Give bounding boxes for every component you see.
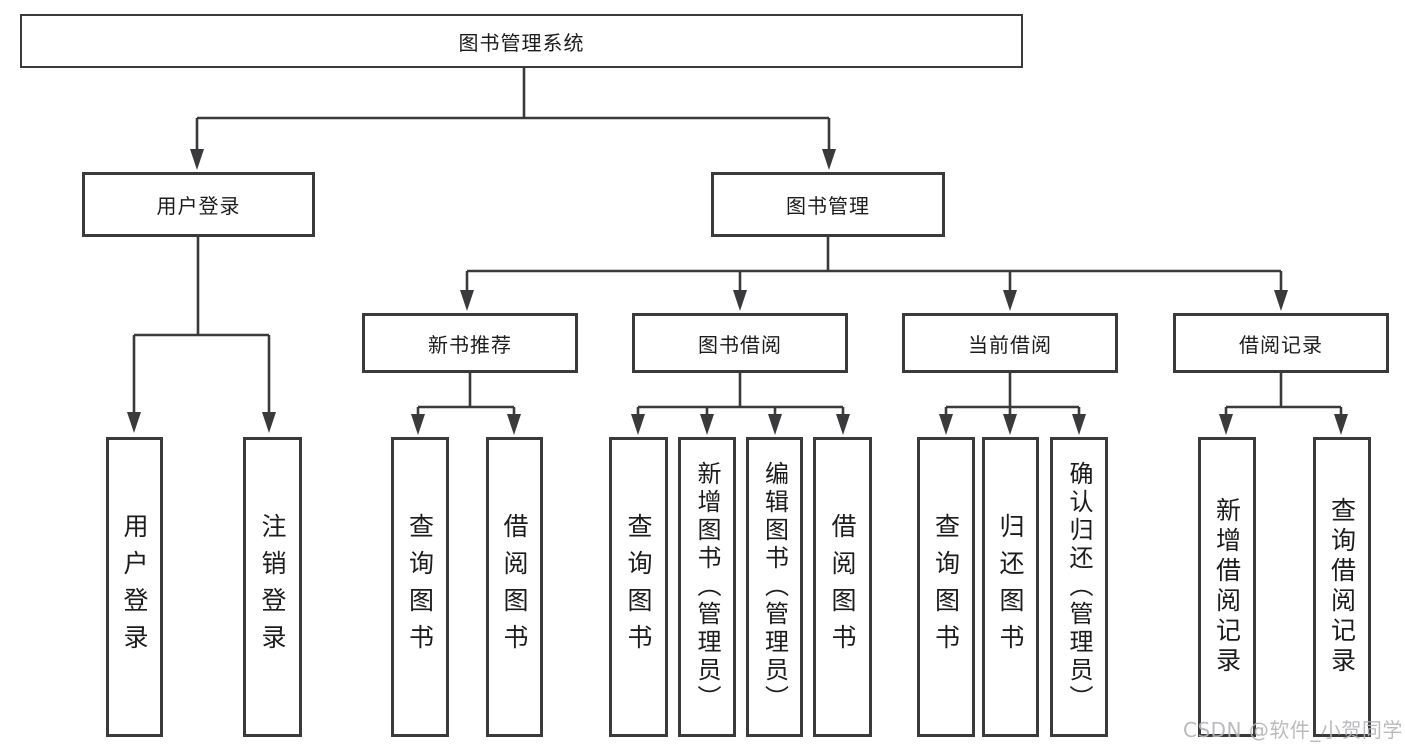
node-leaf-nb-query-book-label: 查询图书 [405, 513, 435, 661]
node-leaf-cb-query-book: 查询图书 [917, 437, 975, 737]
node-current-borrowing: 当前借阅 [902, 313, 1118, 373]
node-leaf-bb-query-book-label: 查询图书 [624, 513, 653, 661]
node-borrow-records: 借阅记录 [1173, 313, 1389, 373]
node-user-login-group-label: 用户登录 [156, 194, 241, 218]
node-leaf-br-query-record: 查询借阅记录 [1313, 437, 1371, 737]
node-leaf-nb-borrow-book: 借阅图书 [486, 437, 543, 737]
node-leaf-cb-confirm-return-admin-label: 确认归还（管理员） [1065, 461, 1093, 713]
node-leaf-bb-add-book-admin-label: 新增图书（管理员） [693, 461, 721, 713]
csdn-watermark: CSDN @软件_小贺同学 [1183, 718, 1403, 742]
node-leaf-cb-return-book: 归还图书 [982, 437, 1039, 737]
node-leaf-nb-query-book: 查询图书 [391, 437, 449, 737]
node-leaf-br-add-record: 新增借阅记录 [1198, 437, 1256, 737]
node-current-borrowing-label: 当前借阅 [968, 332, 1052, 357]
node-leaf-bb-borrow-book: 借阅图书 [813, 437, 872, 737]
node-new-book-recommend-label: 新书推荐 [428, 332, 512, 357]
node-leaf-user-login: 用户登录 [106, 437, 163, 737]
node-leaf-bb-borrow-book-label: 借阅图书 [828, 513, 857, 661]
node-user-login-group: 用户登录 [82, 172, 315, 237]
node-leaf-nb-borrow-book-label: 借阅图书 [500, 513, 529, 661]
node-new-book-recommend: 新书推荐 [362, 313, 578, 373]
node-book-management-label: 图书管理 [786, 194, 870, 218]
node-book-borrowing-label: 图书借阅 [698, 332, 782, 357]
node-leaf-cb-return-book-label: 归还图书 [996, 513, 1025, 661]
node-leaf-user-login-label: 用户登录 [120, 513, 149, 661]
node-leaf-br-add-record-label: 新增借阅记录 [1212, 497, 1242, 677]
node-book-management: 图书管理 [711, 172, 945, 237]
node-leaf-logout: 注销登录 [243, 437, 302, 737]
node-leaf-bb-add-book-admin: 新增图书（管理员） [678, 437, 736, 737]
node-library-system: 图书管理系统 [20, 14, 1023, 68]
node-borrow-records-label: 借阅记录 [1239, 332, 1323, 357]
node-leaf-br-query-record-label: 查询借阅记录 [1327, 497, 1357, 677]
node-leaf-bb-query-book: 查询图书 [609, 437, 668, 737]
node-leaf-logout-label: 注销登录 [258, 513, 287, 661]
node-leaf-bb-edit-book-admin-label: 编辑图书（管理员） [760, 461, 789, 713]
node-leaf-cb-query-book-label: 查询图书 [931, 513, 961, 661]
node-book-borrowing: 图书借阅 [632, 313, 848, 373]
node-leaf-bb-edit-book-admin: 编辑图书（管理员） [746, 437, 803, 737]
node-library-system-label: 图书管理系统 [458, 30, 585, 55]
node-leaf-cb-confirm-return-admin: 确认归还（管理员） [1050, 437, 1108, 737]
